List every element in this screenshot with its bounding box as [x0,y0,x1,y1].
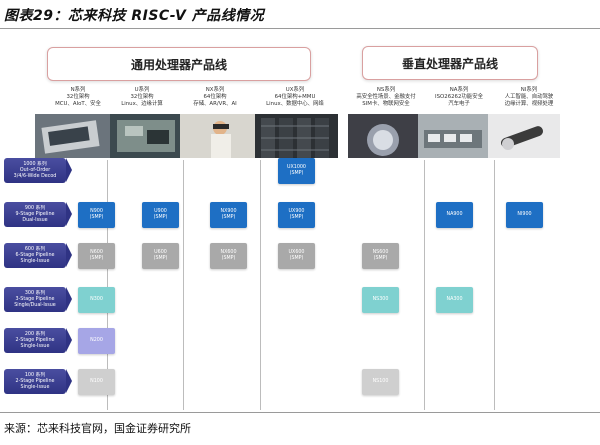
series-header-ni: NI系列 人工智能、自动驾驶 边缘计算、视频处理 [504,87,554,107]
row-arrow [66,287,72,311]
series-header-ux: UX系列 64位架构+MMU Linux、数据中心、网络 [266,87,324,107]
column-divider-2 [183,160,184,410]
chip-n100: N100 [78,369,115,395]
chip-nx600: NX600 (SMP) [210,243,247,269]
column-divider-3 [260,160,261,410]
column-divider-1 [107,160,108,410]
chip-n200: N200 [78,328,115,354]
chip-nx900: NX900 (SMP) [210,202,247,228]
general-processor-line-box: 通用处理器产品线 [47,47,311,81]
vertical-applications-photo-strip [348,114,560,158]
chip-ux1000: UX1000 (SMP) [278,158,315,184]
row-arrow [66,158,72,182]
series-header-nx: NX系列 64位架构 存储、AR/VR、AI [193,87,237,107]
chip-n900: N900 (SMP) [78,202,115,228]
series-header-n: N系列 32位架构 MCU、AIoT、安全 [55,87,101,107]
column-divider-4 [424,160,425,410]
row-label-100-series: 100 系列 2-Stage Pipeline Single-Issue [4,369,66,394]
chip-ux900: UX900 (SMP) [278,202,315,228]
row-arrow [66,369,72,393]
chip-na300: NA300 [436,287,473,313]
row-label-300-series: 300 系列 3-Stage Pipeline Single/Dual-Issu… [4,287,66,312]
chip-u600: U600 (SMP) [142,243,179,269]
series-header-u: U系列 32位架构 Linux、边缘计算 [121,87,163,107]
chip-u900: U900 (SMP) [142,202,179,228]
vertical-processor-line-label: 垂直处理器产品线 [401,56,498,71]
figure-title: 图表29：芯来科技 RISC-V 产品线情况 [4,8,265,24]
row-arrow [66,328,72,352]
chip-n600: N600 (SMP) [78,243,115,269]
column-divider-5 [494,160,495,410]
row-arrow [66,243,72,267]
chip-ns100: NS100 [362,369,399,395]
series-header-ns: NS系列 高安全性场景、金融支付 SIM卡、物联网安全 [356,87,416,107]
chip-ns300: NS300 [362,287,399,313]
chip-ni900: NI900 [506,202,543,228]
chip-na900: NA900 [436,202,473,228]
row-label-900-series: 900 系列 9-Stage Pipeline Dual-Issue [4,202,66,227]
row-arrow [66,202,72,226]
source-note: 来源：芯来科技官网，国金证券研究所 [4,422,191,435]
row-label-1000-series: 1000 系列 Out-of-Order 3/4/6-Wide Decod [4,158,66,183]
series-header-na: NA系列 ISO26262功能安全 汽车电子 [435,87,483,107]
row-label-600-series: 600 系列 6-Stage Pipeline Single-Issue [4,243,66,268]
chip-n300: N300 [78,287,115,313]
title-rule [0,28,600,29]
chip-ns600: NS600 (SMP) [362,243,399,269]
row-label-200-series: 200 系列 2-Stage Pipeline Single-Issue [4,328,66,353]
footer-rule [0,412,600,413]
general-processor-line-label: 通用处理器产品线 [130,57,227,72]
vertical-processor-line-box: 垂直处理器产品线 [362,46,538,80]
chip-ux600: UX600 (SMP) [278,243,315,269]
general-applications-photo-strip [35,114,338,158]
